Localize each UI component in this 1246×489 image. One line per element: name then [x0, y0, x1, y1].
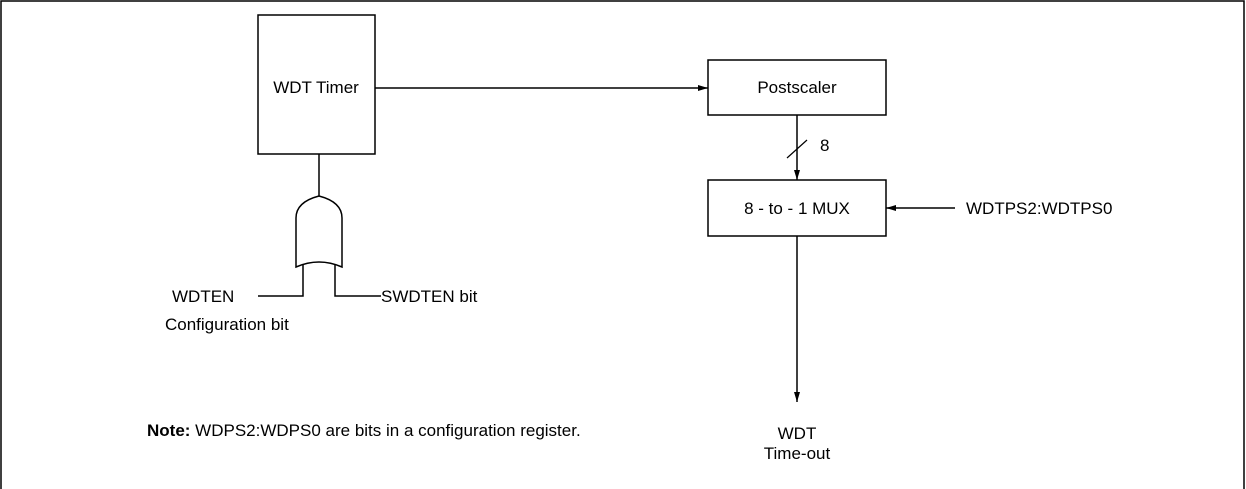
or-gate [295, 195, 343, 269]
bus-width-label: 8 [820, 136, 829, 155]
wdten-sublabel: Configuration bit [165, 315, 289, 334]
swdten-label: SWDTEN bit [381, 287, 478, 306]
output-label-line1: WDT [778, 424, 817, 443]
note-text: Note: WDPS2:WDPS0 are bits in a configur… [147, 421, 581, 440]
wdt-timer-block [257, 14, 376, 155]
wdt-timer-label: WDT Timer [273, 78, 359, 97]
mux-block [707, 179, 887, 237]
note-body: WDPS2:WDPS0 are bits in a configuration … [190, 421, 580, 440]
swdten-input-line [334, 264, 381, 297]
output-label-line2: Time-out [764, 444, 831, 463]
postscaler-label: Postscaler [757, 78, 837, 97]
wdten-label: WDTEN [172, 287, 234, 306]
wdtps-label: WDTPS2:WDTPS0 [966, 199, 1112, 218]
bus-width-slash [786, 139, 808, 159]
mux-label: 8 - to - 1 MUX [744, 199, 850, 218]
note-label: Note: [147, 421, 190, 440]
postscaler-block [707, 59, 887, 116]
wdten-input-line [258, 264, 304, 297]
